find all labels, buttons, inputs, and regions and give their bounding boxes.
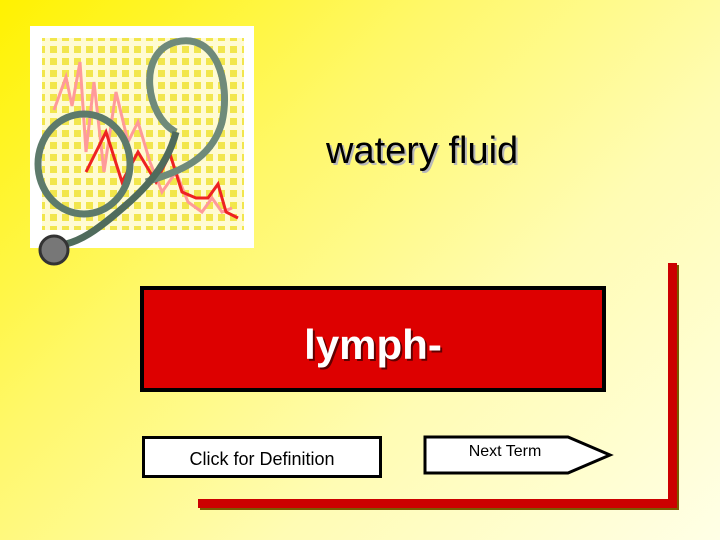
arrow-right-icon (423, 435, 614, 475)
frame-accent-bottom (198, 499, 677, 508)
frame-accent-right (668, 263, 677, 508)
term-box: lymph- (140, 286, 606, 392)
next-term-button[interactable]: Next Term (422, 434, 614, 476)
click-for-definition-button[interactable]: Click for Definition (142, 436, 382, 478)
next-term-label: Next Term (468, 443, 542, 460)
definition-button-label: Click for Definition (189, 448, 335, 469)
stethoscope-chart-icon (26, 22, 262, 270)
term-text: lymph- (304, 321, 442, 368)
definition-text: watery fluid (326, 130, 519, 172)
